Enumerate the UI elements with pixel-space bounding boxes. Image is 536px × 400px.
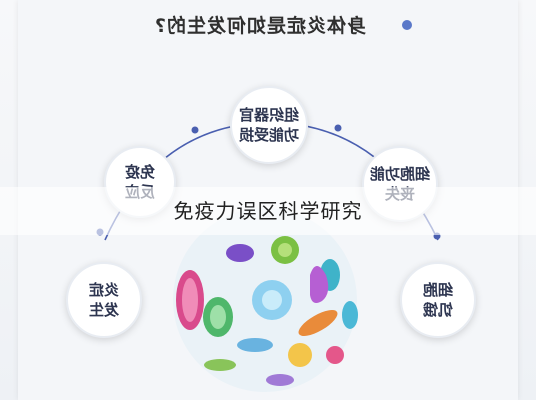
bacterium-cyan-icon	[342, 301, 358, 329]
connector-dot	[334, 124, 342, 132]
caption-band	[0, 187, 536, 235]
node-label: 细胞 饥饿	[422, 281, 453, 319]
bacterium-lavender-icon	[266, 374, 294, 386]
overlay-caption: 免疫力误区科学研究	[173, 199, 363, 223]
bacteria-cluster-illustration	[173, 208, 358, 392]
node-organ-damage: 组织器官 功能受损	[230, 86, 308, 164]
cell-yellow-icon	[288, 343, 312, 367]
bacterium-core-icon	[182, 278, 198, 322]
cell-nucleus-icon	[262, 290, 282, 310]
title-bullet-icon	[402, 20, 412, 30]
node-label: 组织器官 功能受损	[238, 106, 299, 144]
node-inflammation: 炎症 发生	[66, 262, 142, 338]
cell-core-icon	[210, 305, 226, 329]
bacterium-lime-icon	[204, 359, 236, 371]
virus-pink-icon	[326, 346, 344, 364]
bacterium-purple-icon	[226, 244, 254, 262]
cell-nucleus-icon	[278, 243, 292, 257]
node-cell-starvation: 细胞 饥饿	[400, 262, 476, 338]
node-label: 炎症 发生	[88, 281, 119, 319]
virus-purple-icon	[310, 266, 329, 303]
bacterium-orange-icon	[298, 310, 338, 336]
connector-dot	[191, 126, 199, 134]
bacterium-blue-icon	[237, 338, 273, 352]
